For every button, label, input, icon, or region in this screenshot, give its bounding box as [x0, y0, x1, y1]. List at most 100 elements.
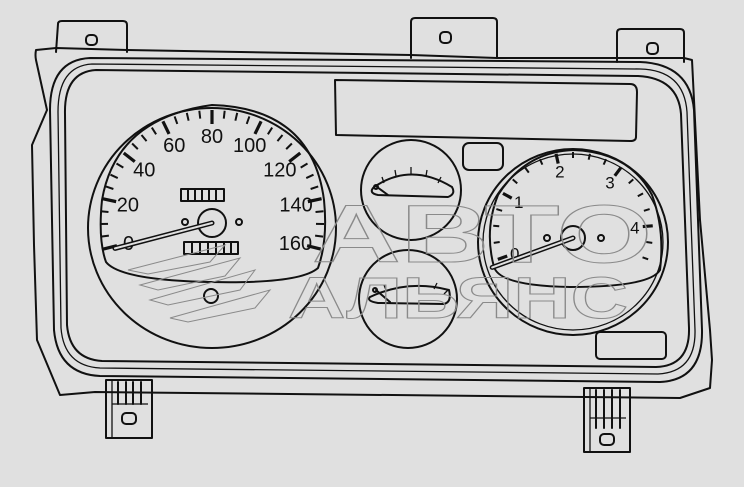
tachometer-tick: [502, 191, 513, 200]
speedometer-scale-label: 40: [133, 159, 155, 181]
tachometer-scale-label: 3: [605, 173, 614, 192]
tachometer-needle: [489, 235, 576, 270]
tachometer-tick: [587, 153, 591, 160]
housing-bezel-mid: [57, 63, 696, 375]
speedometer-tick: [307, 197, 322, 204]
tachometer-needle-fill: [491, 237, 574, 269]
speedometer-tick: [173, 116, 179, 125]
tachometer-tick: [646, 241, 653, 244]
speedometer-tick: [267, 127, 274, 135]
tachometer-dial-face: [488, 149, 663, 288]
housing-outer-outline: [31, 47, 713, 399]
speedometer-tick: [306, 244, 322, 251]
speedometer-bezel: [87, 107, 337, 349]
speedometer-tick: [185, 112, 190, 121]
tachometer-tick: [493, 241, 500, 244]
tachometer: 0 1 2 3 4: [477, 148, 669, 336]
speedometer-needle: [112, 220, 215, 251]
speedometer-tick: [122, 151, 136, 163]
tachometer-pin-left: [543, 234, 551, 242]
lower-small-gauge: [358, 249, 458, 349]
speedometer-scale-label: 140: [279, 194, 312, 216]
tachometer-tick: [637, 192, 644, 198]
speedometer-scale-label: 60: [163, 135, 185, 157]
tachometer-scale-label: 0: [510, 244, 519, 263]
top-mount-tab-center: [410, 17, 498, 59]
speedometer-scale-labels: 020406080100120140160: [117, 126, 313, 255]
speedometer-pin-right: [235, 218, 243, 226]
speedometer-tick: [115, 162, 124, 169]
speedometer-tick: [100, 210, 109, 214]
housing-bezel-outer: [49, 57, 704, 383]
tachometer-scale-label: 4: [630, 218, 639, 237]
speedometer-tick: [105, 185, 114, 190]
speedometer-pin-left: [181, 218, 189, 226]
speedometer-scale-label: 100: [233, 135, 266, 157]
tachometer-tick: [538, 158, 544, 166]
speedometer-tick: [131, 142, 139, 150]
speedometer-scale-label: 120: [263, 159, 296, 181]
tachometer-scale-label: 2: [555, 163, 564, 182]
watermark-line2: АЛЬЯНС: [288, 266, 628, 331]
tachometer-scale-labels: 0 1 2 3 4: [510, 163, 640, 264]
speedometer-tick: [245, 116, 251, 125]
speedometer-tick: [110, 173, 119, 179]
tachometer-tick: [554, 153, 560, 164]
speedometer-tick: [310, 185, 319, 190]
bottom-mount-tab-left: [105, 379, 153, 439]
speedometer-tick: [314, 234, 324, 238]
tachometer-tick: [628, 178, 634, 185]
tachometer-tick: [524, 167, 530, 174]
tachometer-tick: [496, 208, 503, 212]
speedometer: 020406080100120140160: [87, 104, 337, 349]
speedometer-tick: [222, 110, 226, 119]
bottom-mount-tab-right: [583, 387, 631, 453]
indicator-window-bottom-right: [595, 331, 667, 360]
tachometer-needle-hub: [560, 225, 586, 251]
speedometer-tick: [100, 234, 110, 238]
trip-odometer: [183, 241, 239, 255]
housing-bezel-inner: [63, 69, 691, 368]
speedometer-tick: [253, 120, 263, 135]
tachometer-tick: [642, 224, 653, 229]
speedometer-tick: [305, 173, 314, 179]
tachometer-tick: [497, 254, 508, 261]
speedometer-tick: [198, 110, 202, 119]
watermark-line1: АВТО: [312, 189, 652, 280]
speedometer-scale-label: 160: [279, 233, 312, 255]
speedometer-ticks: [99, 110, 325, 251]
tachometer-ticks: [493, 152, 653, 261]
watermark: АВТО АЛЬЯНС: [127, 189, 653, 332]
tachometer-tick: [613, 166, 623, 177]
tachometer-tick: [512, 178, 518, 185]
speedometer-tick: [234, 112, 239, 121]
speedometer-tick: [102, 197, 117, 204]
trip-reset-knob: [203, 288, 219, 304]
speedometer-tick: [300, 162, 309, 169]
speedometer-dial-face: [99, 104, 327, 284]
info-display-window: [334, 79, 638, 142]
upper-small-gauge: [360, 139, 462, 241]
indicator-window-top: [462, 142, 504, 171]
speedometer-tick: [140, 134, 148, 142]
speedometer-tick: [285, 142, 293, 150]
speedometer-tick: [288, 151, 302, 163]
odometer-upper: [180, 188, 225, 202]
speedometer-needle-fill: [113, 222, 213, 250]
tachometer-pin-right: [597, 234, 605, 242]
tachometer-bezel-outer: [477, 148, 669, 336]
tachometer-scale-label: 1: [514, 193, 523, 212]
speedometer-scale-label: 20: [117, 194, 139, 216]
speedometer-tick: [276, 134, 284, 142]
watermark-logo: [127, 244, 272, 323]
speedometer-needle-hub: [197, 208, 227, 238]
tachometer-tick: [642, 256, 649, 261]
tachometer-tick: [643, 208, 650, 212]
speedometer-tick: [150, 127, 157, 135]
speedometer-scale-label: 80: [201, 126, 223, 148]
tachometer-tick: [602, 158, 608, 166]
speedometer-tick: [315, 210, 324, 214]
top-mount-tab-right: [616, 28, 685, 63]
speedometer-tick: [161, 120, 171, 135]
